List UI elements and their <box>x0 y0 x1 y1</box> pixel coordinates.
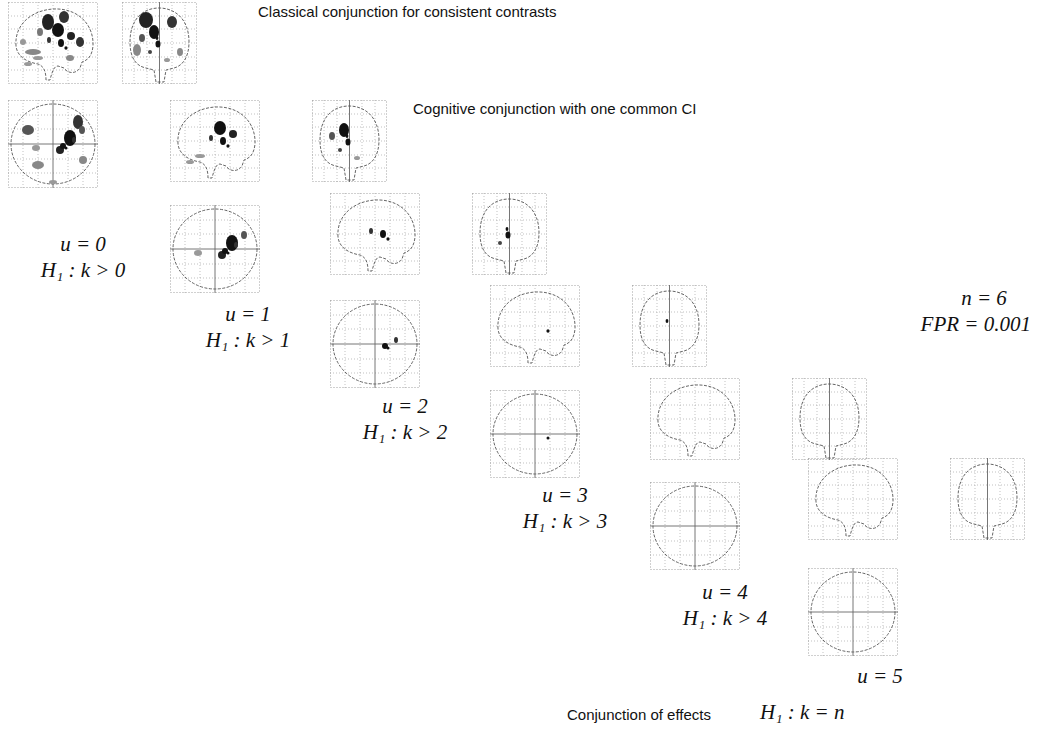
threshold-label: u = 2 <box>382 394 428 419</box>
parameter-label: n = 6 <box>961 286 1007 311</box>
hypothesis-label: H₁ : k = n <box>760 700 844 725</box>
threshold-label: u = 0 <box>60 232 106 257</box>
coronal-projection <box>950 458 1025 540</box>
coronal-projection <box>122 2 197 84</box>
coronal-projection <box>792 378 867 460</box>
sagittal-projection <box>170 100 260 182</box>
axial-projection <box>330 300 420 388</box>
threshold-label: u = 4 <box>702 580 748 605</box>
threshold-label: u = 1 <box>225 302 271 327</box>
sagittal-projection <box>808 458 898 540</box>
threshold-label: u = 3 <box>542 483 588 508</box>
annotation-text: Classical conjunction for consistent con… <box>258 3 556 21</box>
sagittal-projection <box>330 193 420 275</box>
parameter-label: FPR = 0.001 <box>921 312 1031 337</box>
annotation-text: Conjunction of effects <box>567 706 711 724</box>
axial-projection <box>170 205 260 293</box>
coronal-projection <box>472 193 547 275</box>
hypothesis-label: H₁ : k > 0 <box>41 258 125 283</box>
axial-projection <box>808 568 898 656</box>
axial-projection <box>8 100 98 188</box>
coronal-projection <box>632 285 707 367</box>
sagittal-projection <box>8 2 98 84</box>
hypothesis-label: H₁ : k > 3 <box>523 509 607 534</box>
coronal-projection <box>312 100 387 182</box>
axial-projection <box>490 390 580 478</box>
axial-projection <box>650 482 740 570</box>
hypothesis-label: H₁ : k > 2 <box>363 420 447 445</box>
hypothesis-label: H₁ : k > 1 <box>206 328 290 353</box>
hypothesis-label: H₁ : k > 4 <box>683 606 767 631</box>
threshold-label: u = 5 <box>857 664 903 689</box>
sagittal-projection <box>490 285 580 367</box>
annotation-text: Cognitive conjunction with one common CI <box>413 100 696 118</box>
sagittal-projection <box>650 378 740 460</box>
